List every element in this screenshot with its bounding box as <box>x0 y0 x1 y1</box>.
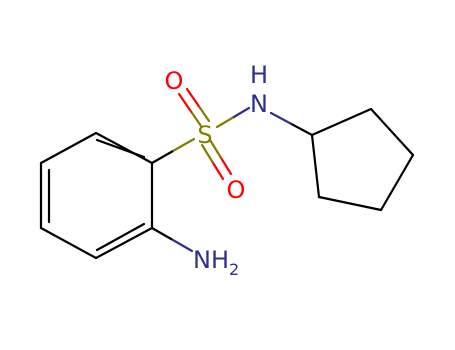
sulfonyl-double-bond-top <box>177 87 211 128</box>
amide-nitrogen-atom: N <box>250 90 268 118</box>
oxygen-atom-bottom: O <box>227 176 246 204</box>
bond-c4-c5 <box>39 226 98 260</box>
oxygen-atom-top: O <box>165 67 184 95</box>
double-bond-c5-c6 <box>95 222 146 252</box>
bond-ring-amine <box>150 226 194 253</box>
bond-c2-c3 <box>39 131 98 165</box>
amine-group-label: NH2 <box>193 246 239 279</box>
bond-c5-c6 <box>94 226 154 260</box>
sulfonyl-double-bond-bottom <box>200 138 233 181</box>
double-bond-c1-c2 <box>95 138 146 159</box>
benzene-ring <box>39 131 154 260</box>
bond-ring-sulfur <box>150 137 196 165</box>
amide-hydrogen-atom: H <box>250 61 268 89</box>
cyclopentane-ring <box>310 107 415 212</box>
bond-sulfur-nitrogen <box>215 106 251 129</box>
bond-c1-c2 <box>94 131 154 165</box>
bond-nitrogen-cyclopentyl <box>269 111 314 137</box>
sulfur-atom: S <box>197 121 212 149</box>
